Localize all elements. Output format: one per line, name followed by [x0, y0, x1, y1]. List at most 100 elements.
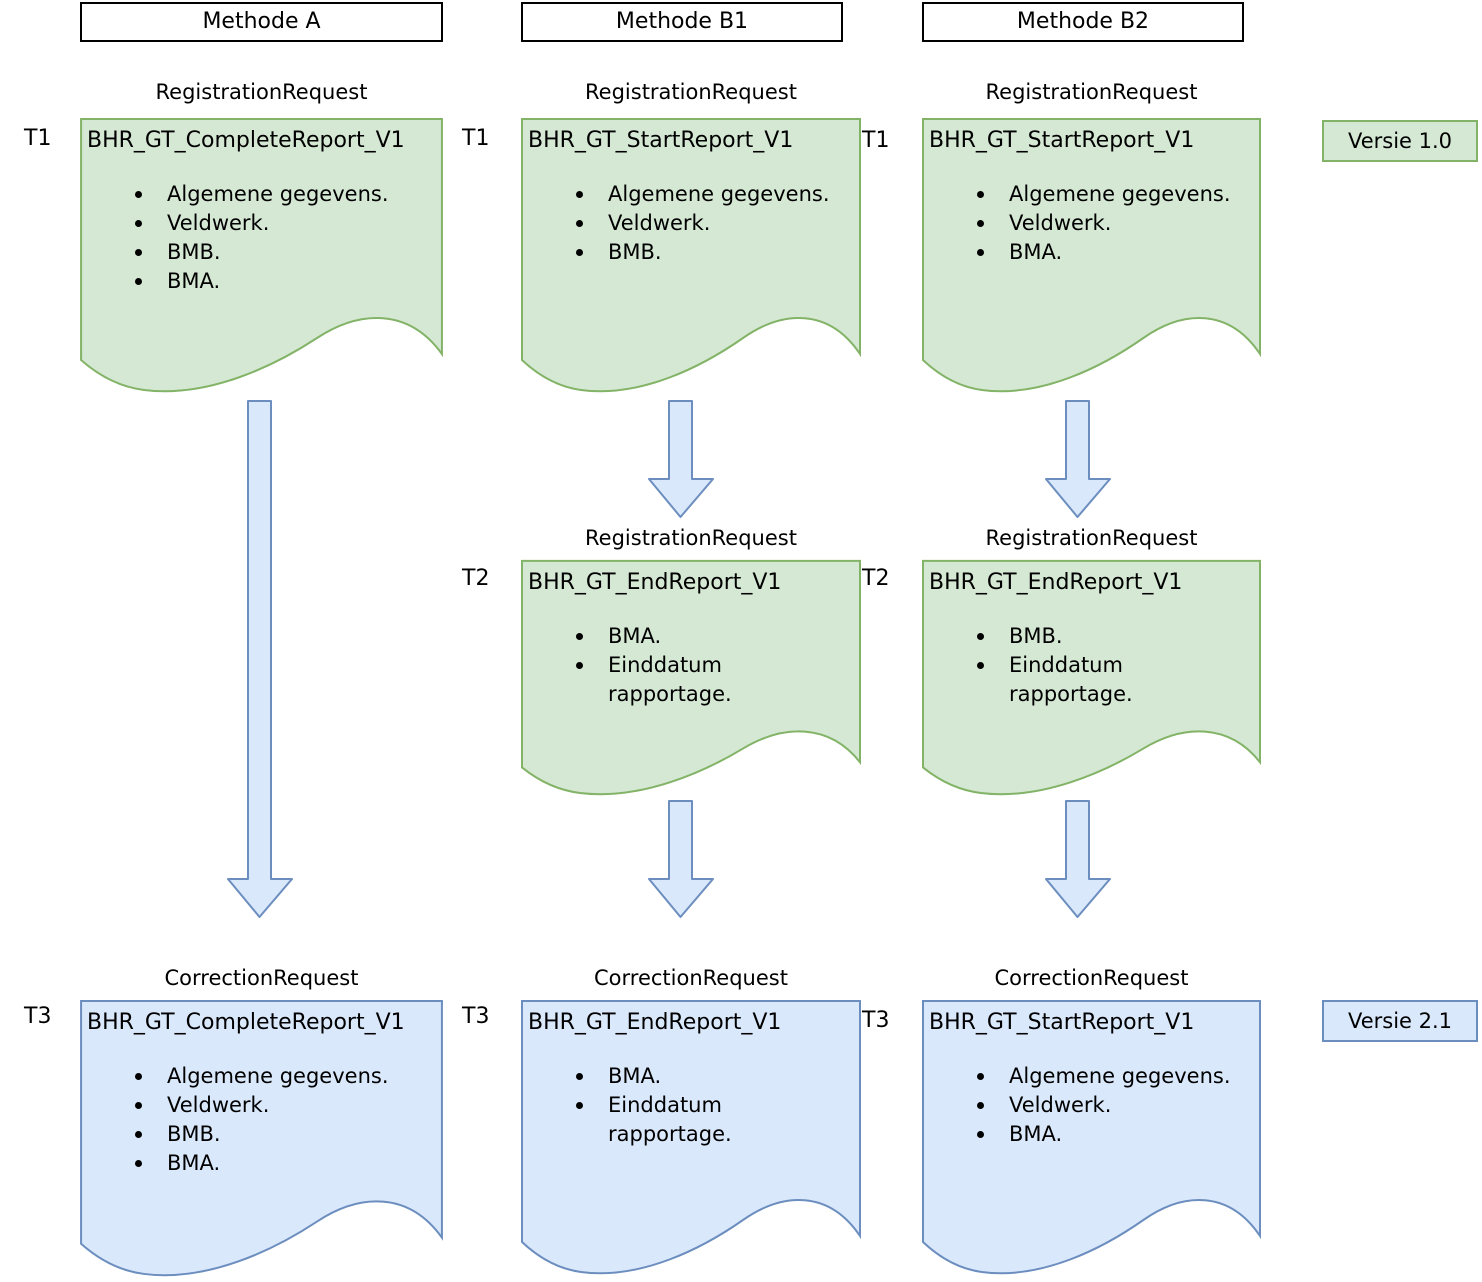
bullet-icon: [135, 1073, 142, 1080]
list-item: BMA.: [135, 267, 389, 296]
list-item: Algemene gegevens.: [576, 180, 830, 209]
bullet-list: Algemene gegevens. Veldwerk. BMB.: [576, 180, 830, 267]
bullet-list: Algemene gegevens. Veldwerk. BMA.: [977, 180, 1231, 267]
down-arrow-icon: [1045, 400, 1111, 518]
time-label: T3: [862, 1008, 890, 1033]
document-shape: [80, 1000, 443, 1282]
list-item: BMA.: [576, 1062, 790, 1091]
document-shape: [521, 1000, 861, 1280]
bullet-icon: [135, 1131, 142, 1138]
document-title: BHR_GT_EndReport_V1: [929, 570, 1183, 595]
list-item-text: Algemene gegevens.: [608, 182, 830, 206]
down-arrow-icon: [1045, 800, 1111, 918]
list-item-text: Algemene gegevens.: [1009, 1064, 1231, 1088]
document-title: BHR_GT_EndReport_V1: [528, 570, 782, 595]
down-arrow-icon: [648, 400, 714, 518]
list-item: Algemene gegevens.: [135, 1062, 389, 1091]
list-item: BMA.: [977, 1120, 1231, 1149]
document-a-t1: BHR_GT_CompleteReport_V1 Algemene gegeve…: [80, 118, 443, 398]
list-item: BMA.: [135, 1149, 389, 1178]
bullet-icon: [977, 1102, 984, 1109]
list-item-text: BMB.: [167, 240, 221, 264]
list-item: Einddatum rapportage.: [576, 1091, 790, 1149]
bullet-icon: [135, 1160, 142, 1167]
list-item-text: Algemene gegevens.: [167, 182, 389, 206]
bullet-icon: [576, 249, 583, 256]
bullet-list: BMA. Einddatum rapportage.: [576, 1062, 790, 1149]
list-item: Algemene gegevens.: [977, 1062, 1231, 1091]
request-type-label: CorrectionRequest: [994, 966, 1189, 990]
time-label: T3: [462, 1004, 490, 1029]
document-title: BHR_GT_CompleteReport_V1: [87, 1010, 405, 1035]
list-item-text: Einddatum rapportage.: [608, 1093, 732, 1146]
list-item: Veldwerk.: [576, 209, 830, 238]
list-item: BMB.: [135, 238, 389, 267]
bullet-list: Algemene gegevens. Veldwerk. BMA.: [977, 1062, 1231, 1149]
method-header-b1: Methode B1: [521, 2, 843, 42]
down-arrow-icon: [227, 400, 293, 918]
request-type-label: RegistrationRequest: [985, 526, 1198, 550]
document-b2-t2: BHR_GT_EndReport_V1 BMB. Einddatum rappo…: [922, 560, 1261, 800]
time-label: T2: [462, 566, 490, 591]
list-item: BMB.: [135, 1120, 389, 1149]
request-type-label: RegistrationRequest: [985, 80, 1198, 104]
list-item-text: Einddatum rapportage.: [1009, 653, 1133, 706]
list-item: Algemene gegevens.: [977, 180, 1231, 209]
request-type-label: RegistrationRequest: [585, 526, 797, 550]
document-shape: [922, 1000, 1261, 1280]
document-b1-t1: BHR_GT_StartReport_V1 Algemene gegevens.…: [521, 118, 861, 398]
list-item-text: BMA.: [1009, 1122, 1063, 1146]
document-b2-t3: BHR_GT_StartReport_V1 Algemene gegevens.…: [922, 1000, 1261, 1280]
bullet-icon: [576, 220, 583, 227]
document-title: BHR_GT_StartReport_V1: [929, 1010, 1195, 1035]
request-type-label: CorrectionRequest: [594, 966, 788, 990]
bullet-icon: [135, 249, 142, 256]
list-item-text: Algemene gegevens.: [167, 1064, 389, 1088]
bullet-icon: [135, 191, 142, 198]
document-shape: [922, 560, 1261, 800]
document-shape: [922, 118, 1261, 398]
bullet-list: Algemene gegevens. Veldwerk. BMB. BMA.: [135, 1062, 389, 1178]
request-type-label: RegistrationRequest: [585, 80, 797, 104]
bullet-icon: [576, 191, 583, 198]
bullet-icon: [977, 220, 984, 227]
version-badge-1: Versie 1.0: [1322, 120, 1478, 162]
document-shape: [521, 118, 861, 398]
list-item-text: Veldwerk.: [608, 211, 711, 235]
list-item-text: BMB.: [167, 1122, 221, 1146]
list-item-text: Algemene gegevens.: [1009, 182, 1231, 206]
bullet-icon: [576, 1073, 583, 1080]
document-a-t3: BHR_GT_CompleteReport_V1 Algemene gegeve…: [80, 1000, 443, 1282]
bullet-list: Algemene gegevens. Veldwerk. BMB. BMA.: [135, 180, 389, 296]
request-type-label: RegistrationRequest: [155, 80, 368, 104]
time-label: T2: [862, 566, 890, 591]
list-item: BMB.: [576, 238, 830, 267]
document-shape: [80, 118, 443, 398]
bullet-icon: [977, 1131, 984, 1138]
bullet-icon: [135, 278, 142, 285]
document-b1-t3: BHR_GT_EndReport_V1 BMA. Einddatum rappo…: [521, 1000, 861, 1280]
list-item: Veldwerk.: [977, 1091, 1231, 1120]
version-badge-2: Versie 2.1: [1322, 1000, 1478, 1042]
method-header-b2: Methode B2: [922, 2, 1244, 42]
list-item: Einddatum rapportage.: [977, 651, 1191, 709]
down-arrow-icon: [648, 800, 714, 918]
document-title: BHR_GT_StartReport_V1: [528, 128, 794, 153]
document-b1-t2: BHR_GT_EndReport_V1 BMA. Einddatum rappo…: [521, 560, 861, 800]
list-item: BMB.: [977, 622, 1191, 651]
list-item-text: Einddatum rapportage.: [608, 653, 732, 706]
document-title: BHR_GT_StartReport_V1: [929, 128, 1195, 153]
list-item-text: Veldwerk.: [1009, 211, 1112, 235]
list-item-text: BMA.: [1009, 240, 1063, 264]
document-title: BHR_GT_CompleteReport_V1: [87, 128, 405, 153]
time-label: T1: [462, 126, 490, 151]
list-item: Einddatum rapportage.: [576, 651, 790, 709]
list-item-text: BMA.: [167, 269, 221, 293]
list-item: BMA.: [576, 622, 790, 651]
bullet-icon: [576, 633, 583, 640]
list-item: Veldwerk.: [977, 209, 1231, 238]
bullet-list: BMA. Einddatum rapportage.: [576, 622, 790, 709]
bullet-icon: [977, 1073, 984, 1080]
list-item-text: Veldwerk.: [1009, 1093, 1112, 1117]
